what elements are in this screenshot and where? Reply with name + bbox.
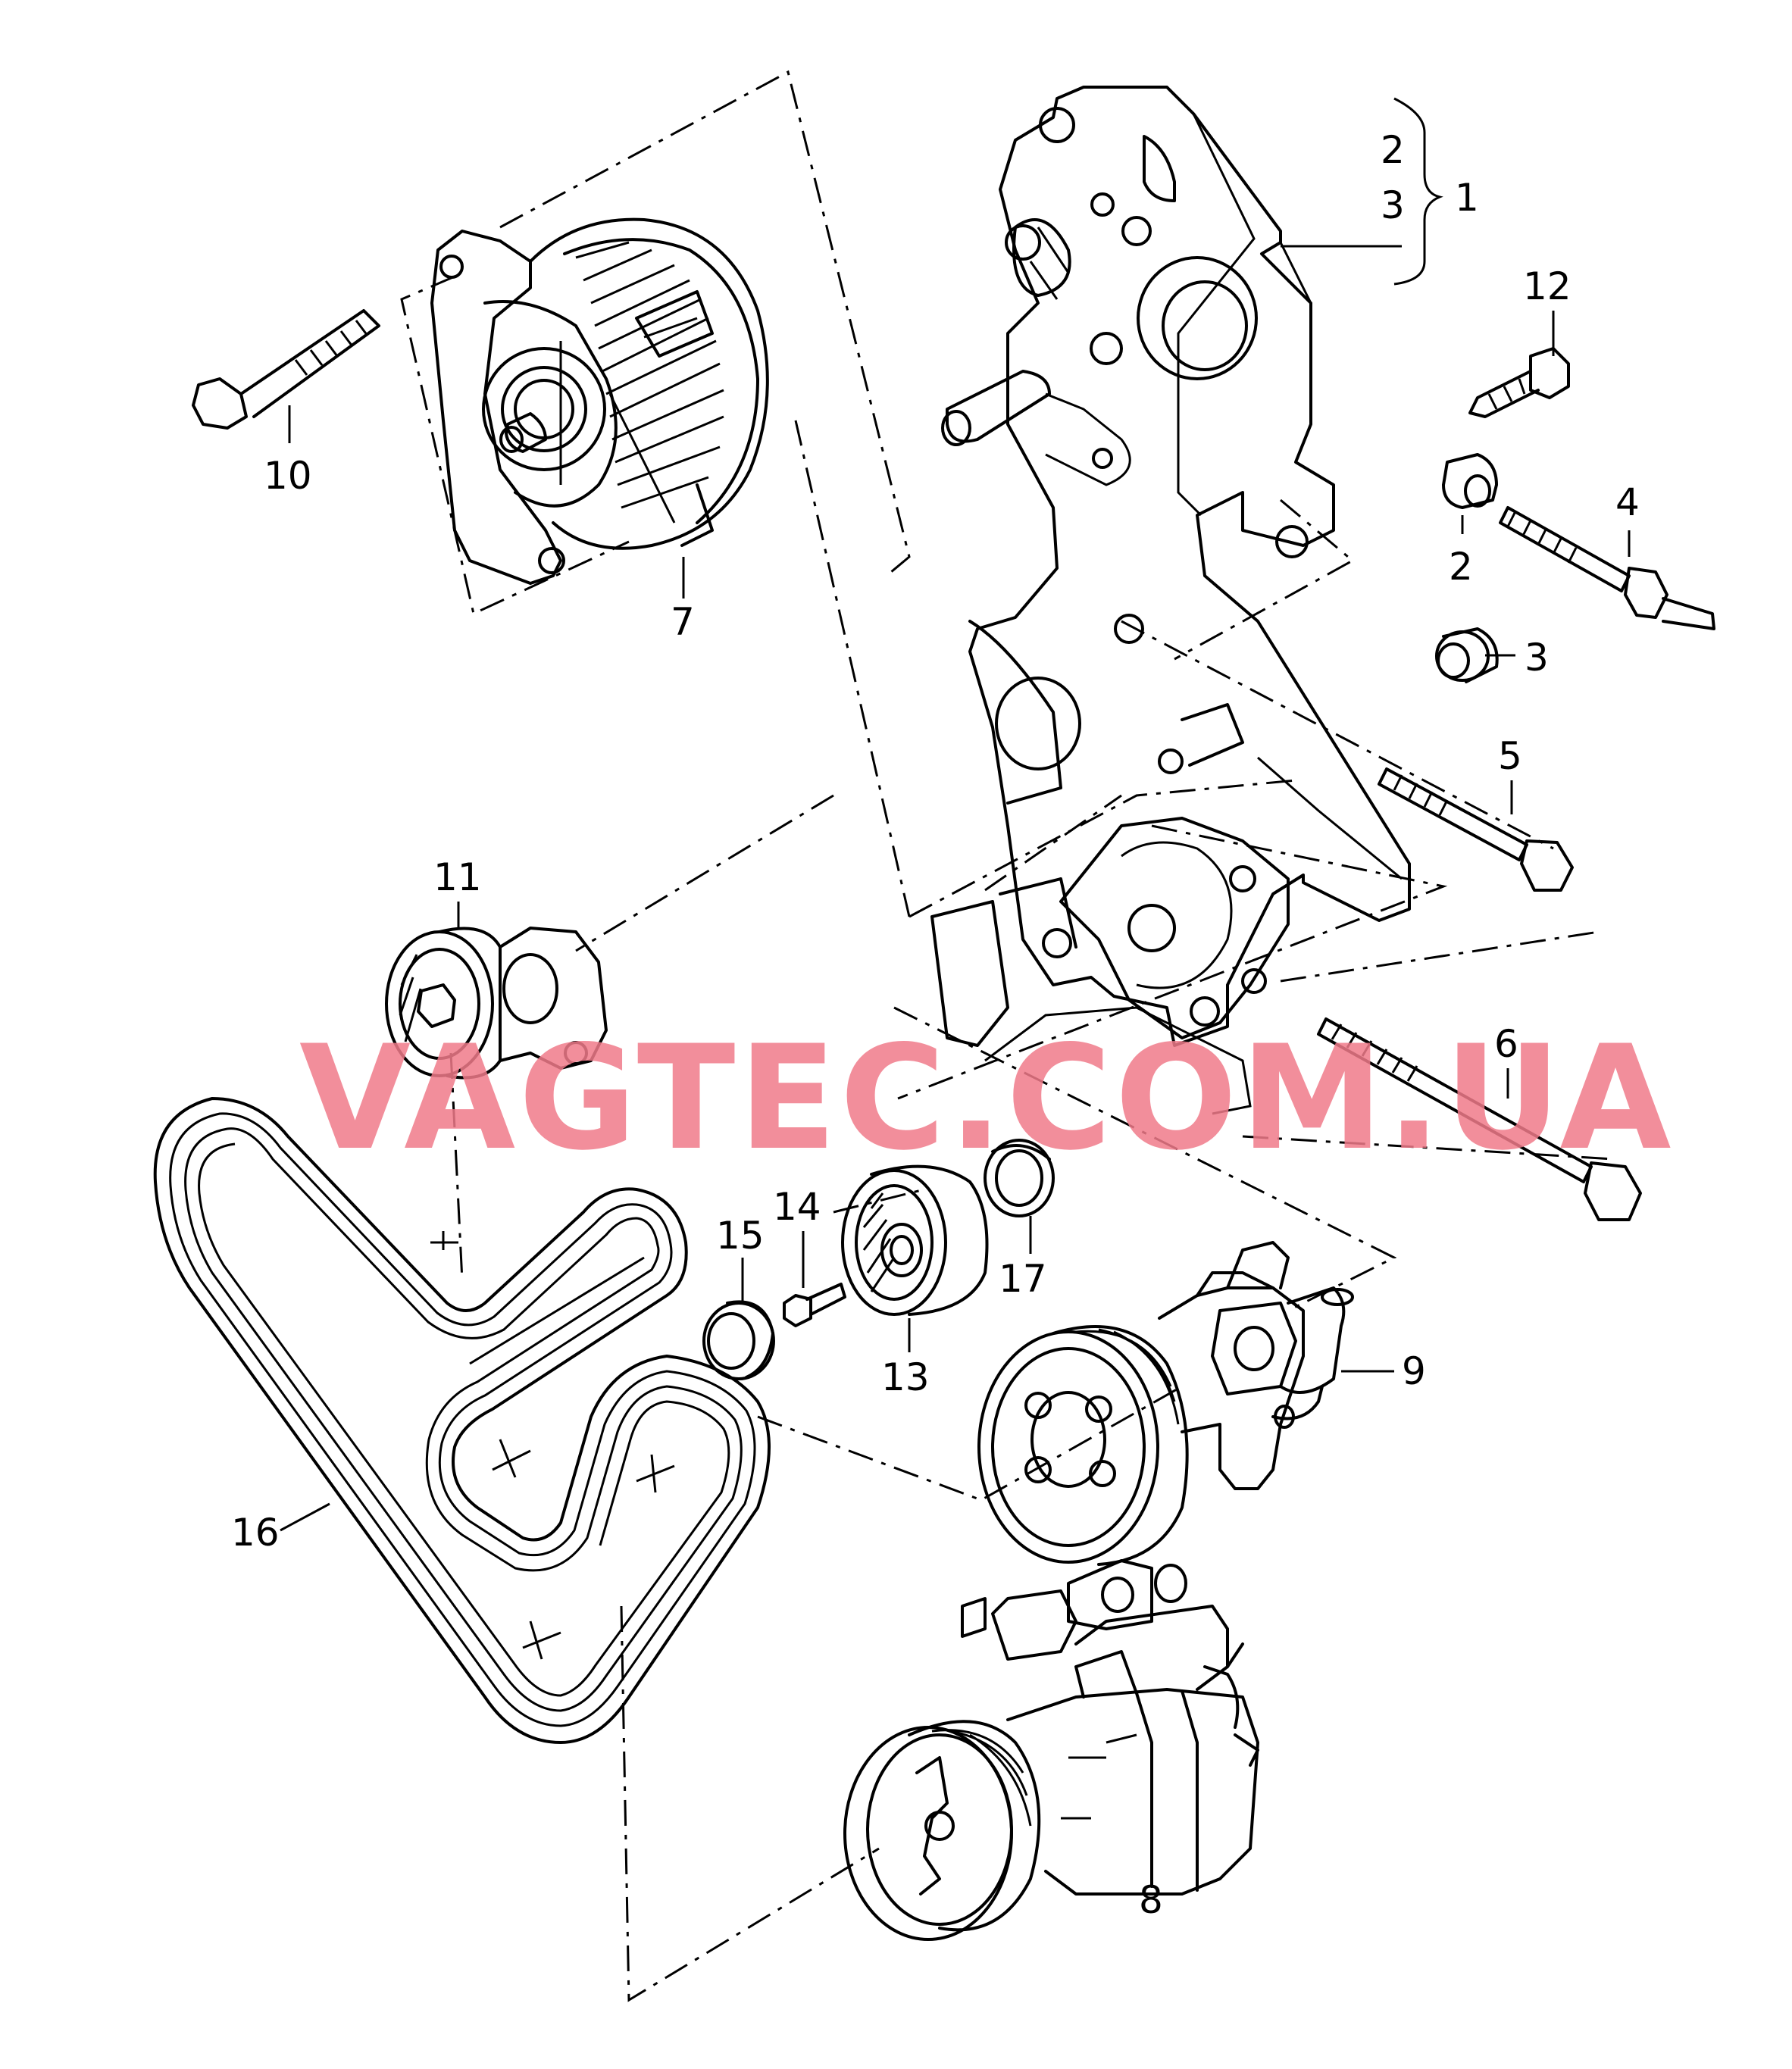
callout-9: 9 xyxy=(1402,1349,1426,1393)
mounting-bracket xyxy=(930,86,1411,1115)
callout-8: 8 xyxy=(1139,1878,1163,1922)
callout-10: 10 xyxy=(264,454,312,498)
ac-compressor xyxy=(843,1559,1259,1941)
bolt-12 xyxy=(1468,347,1570,418)
callout-13: 13 xyxy=(881,1355,930,1399)
callout-16: 16 xyxy=(231,1511,280,1555)
leader-lines xyxy=(280,97,1631,1875)
callout-12: 12 xyxy=(1523,264,1572,308)
alternator xyxy=(430,217,769,585)
watermark: VAGTEC.COM.UA xyxy=(299,1014,1675,1182)
callout-5: 5 xyxy=(1498,734,1522,778)
bolt-4 xyxy=(1499,506,1715,630)
callout-15: 15 xyxy=(716,1214,765,1258)
callout-14: 14 xyxy=(773,1185,821,1229)
bolt-14 xyxy=(783,1283,846,1327)
cap-15 xyxy=(702,1300,775,1380)
callout-labels: 1 2 3 12 10 7 2 4 3 5 11 6 14 15 17 13 9… xyxy=(231,128,1640,1922)
bolt-6 xyxy=(1317,1017,1642,1221)
spacer-2 xyxy=(1442,453,1498,509)
callout-3-mid: 3 xyxy=(1525,636,1549,680)
bushing-3 xyxy=(1435,627,1499,683)
callout-7: 7 xyxy=(671,600,695,644)
callout-3-top: 3 xyxy=(1381,183,1405,227)
callout-17: 17 xyxy=(999,1257,1047,1301)
poly-v-belt xyxy=(153,1097,771,1744)
cap-17 xyxy=(984,1139,1055,1217)
assembly-lines xyxy=(400,70,1615,2002)
callout-4: 4 xyxy=(1615,480,1640,524)
power-steering-pump xyxy=(977,1241,1354,1566)
idler-pulley xyxy=(841,1164,989,1316)
bolt-5 xyxy=(1378,767,1574,892)
callout-2-top: 2 xyxy=(1381,128,1405,172)
callout-1: 1 xyxy=(1455,176,1479,220)
callout-2-mid: 2 xyxy=(1449,545,1473,589)
callout-11: 11 xyxy=(433,855,482,899)
belt-tensioner xyxy=(385,927,608,1080)
bolt-10 xyxy=(192,309,380,430)
callout-6: 6 xyxy=(1494,1022,1518,1066)
